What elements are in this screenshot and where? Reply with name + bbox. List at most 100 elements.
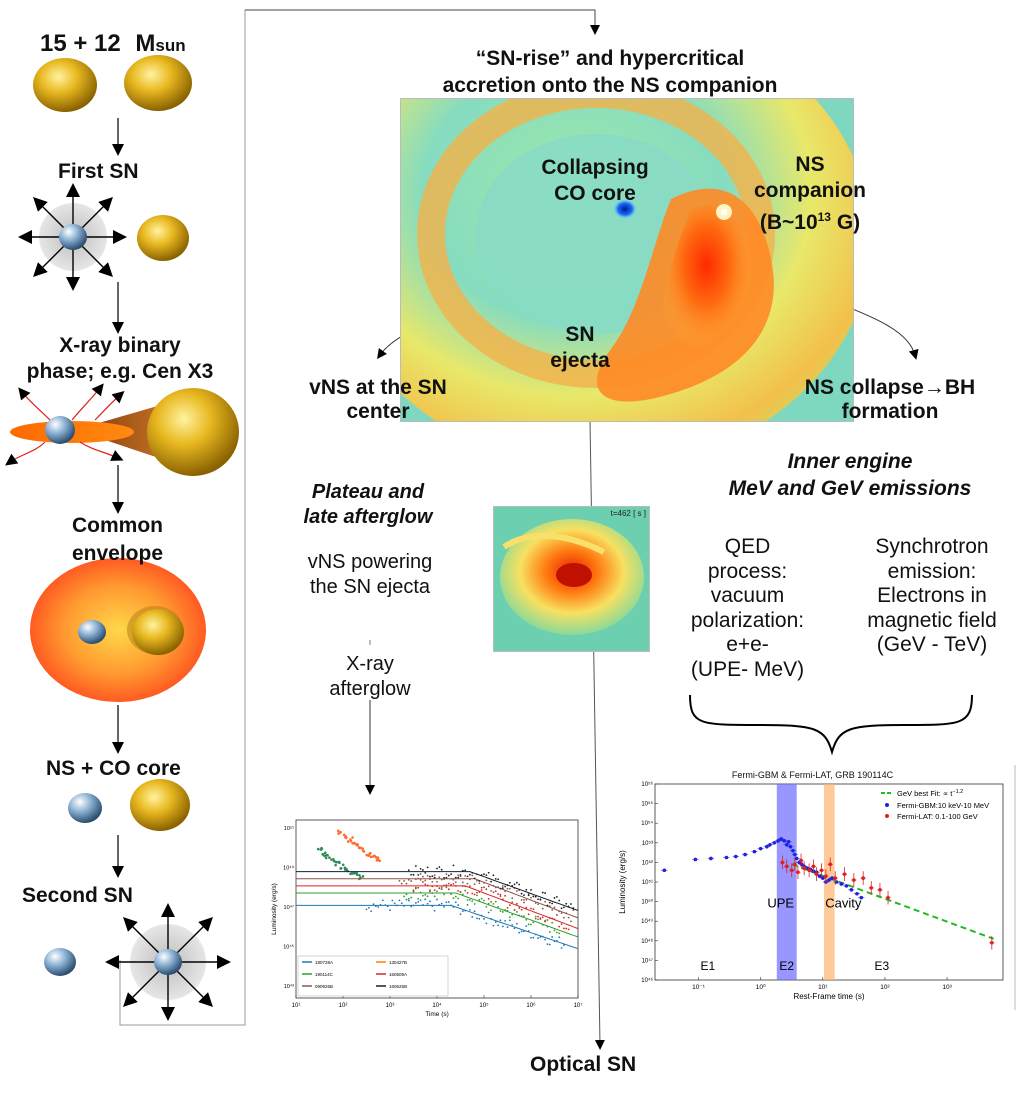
xray-data-point — [447, 882, 450, 885]
xray-fit-line — [296, 878, 579, 919]
xray-data-point — [443, 884, 445, 887]
xray-data-point — [414, 865, 417, 867]
xray-data-point — [436, 898, 438, 901]
fermi-legend-gbm-label: Fermi-GBM:10 keV-10 MeV — [897, 801, 989, 810]
xray-data-point — [506, 906, 509, 909]
xray-data-point — [466, 892, 469, 894]
xray-data-point — [367, 906, 370, 909]
xray-afterglow-line1: X-ray — [346, 653, 394, 675]
xray-data-point — [412, 904, 415, 907]
fermi-gbm-point — [786, 840, 791, 844]
ns-companion-line2: companion — [753, 179, 866, 202]
fermi-x-axis-label: Rest-Frame time (s) — [793, 992, 864, 1001]
xray-data-point — [384, 904, 387, 906]
xray-data-point — [438, 876, 441, 879]
xray-data-point — [532, 895, 535, 898]
xray-fit-line — [296, 904, 579, 950]
xray-data-point — [429, 900, 431, 903]
fermi-legend-gbm-swatch — [885, 803, 889, 807]
fermi-gbm-point — [768, 842, 772, 847]
xray-data-point — [534, 933, 537, 936]
fermi-lat-point — [799, 858, 803, 863]
xray-data-point — [407, 869, 410, 871]
xray-data-point — [417, 873, 420, 876]
xray-data-point — [424, 879, 427, 882]
xray-data-point — [405, 882, 408, 885]
xray-data-point — [476, 917, 478, 920]
xray-data-point — [410, 905, 413, 908]
fermi-lat-point — [796, 870, 800, 874]
fermi-gbm-point — [758, 846, 763, 851]
ns-collapse-line1: NS collapse→BH — [804, 376, 976, 399]
xray-data-point — [563, 916, 565, 919]
fermi-gbm-point — [844, 884, 849, 888]
xray-data-point — [494, 877, 497, 880]
xray-data-point — [530, 923, 532, 926]
xray-data-point — [454, 881, 457, 884]
xray-data-point — [316, 847, 320, 851]
xray-data-point — [544, 920, 546, 923]
xray-data-point — [523, 930, 525, 933]
xray-data-point — [563, 944, 565, 946]
fermi-region-label: E1 — [700, 959, 715, 973]
xray-data-point — [344, 835, 347, 839]
xray-data-point — [457, 874, 460, 877]
xray-data-point — [551, 935, 554, 938]
plateau-afterglow-label: Plateau and late afterglow — [268, 480, 468, 530]
xray-data-point — [490, 909, 492, 912]
sn-rise-title: “SN-rise” and hypercritical accretion on… — [355, 45, 865, 99]
xray-data-point — [403, 895, 405, 898]
fermi-gbm-point — [817, 874, 822, 878]
xray-data-point — [336, 829, 340, 833]
xray-data-point — [537, 898, 539, 901]
fermi-gbm-point — [849, 888, 854, 892]
xray-data-point — [464, 874, 467, 877]
sync-line: magnetic field — [867, 608, 997, 632]
sync-line: (GeV - TeV) — [876, 633, 988, 656]
xray-binary-line2: phase; e.g. Cen X3 — [26, 360, 214, 383]
xray-data-point — [567, 928, 570, 931]
xray-data-point — [525, 918, 528, 921]
xray-data-point — [534, 902, 537, 904]
xray-data-point — [419, 899, 422, 902]
xray-data-point — [464, 909, 467, 912]
xray-data-point — [490, 880, 492, 883]
fermi-gbm-point — [839, 882, 844, 886]
xray-x-tick-label: 10⁷ — [574, 1002, 583, 1009]
xray-data-point — [342, 833, 346, 837]
xray-x-tick-label: 10¹ — [292, 1003, 301, 1009]
xray-data-point — [487, 871, 490, 874]
xray-data-point — [492, 924, 495, 927]
xray-data-point — [565, 902, 568, 905]
fermi-lat-point — [811, 864, 816, 869]
xray-data-point — [424, 872, 427, 874]
xray-data-point — [553, 897, 556, 899]
xray-data-point — [476, 894, 478, 897]
xray-data-point — [565, 927, 568, 930]
xray-data-point — [454, 885, 457, 887]
xray-data-point — [369, 851, 372, 855]
xray-data-point — [337, 860, 341, 864]
xray-afterglow-line2: afterglow — [329, 678, 411, 700]
xray-data-point — [414, 878, 417, 881]
xray-data-point — [518, 914, 521, 917]
xray-data-point — [426, 874, 429, 877]
xray-data-point — [483, 886, 485, 889]
xray-data-point — [452, 882, 455, 885]
xray-data-point — [328, 856, 331, 859]
xray-data-point — [487, 902, 490, 905]
xray-data-point — [429, 878, 431, 881]
xray-data-point — [537, 918, 539, 921]
xray-data-point — [492, 903, 495, 905]
xray-data-point — [330, 858, 333, 861]
xray-data-point — [349, 838, 352, 841]
xray-data-point — [508, 887, 511, 890]
xray-data-point — [480, 897, 483, 900]
xray-data-point — [501, 887, 504, 889]
fermi-gbm-point — [793, 852, 797, 857]
xray-data-point — [447, 901, 450, 903]
vns-center-line1: vNS at the SN — [309, 376, 447, 399]
xray-data-point — [504, 894, 507, 897]
fermi-lat-point — [789, 868, 794, 873]
xray-data-point — [473, 877, 476, 880]
